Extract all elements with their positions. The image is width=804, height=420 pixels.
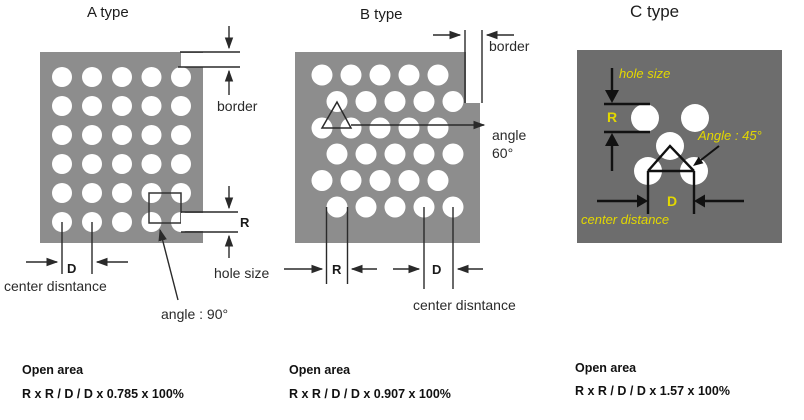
c-d-arrow-left-head: [694, 194, 705, 208]
b-angle-value-label: 60°: [492, 145, 514, 161]
a-open-area-formula: R x R / D / D x 0.785 x 100%: [22, 387, 184, 401]
c-panel-graphic: [577, 50, 782, 243]
c-angle-leader: [700, 145, 720, 161]
c-r-arrow-down-head: [605, 90, 619, 103]
b-border-label: border: [489, 38, 530, 54]
c-d-arrow-right-head: [637, 194, 648, 208]
c-hole-size-label: hole size: [619, 66, 671, 81]
a-title: A type: [87, 4, 129, 21]
c-title: C type: [630, 2, 680, 21]
a-square-marker: [148, 192, 182, 224]
b-holes-odd-rows: [311, 64, 449, 191]
b-triangle-marker: [320, 100, 353, 129]
a-angle-label: angle : 90°: [161, 306, 229, 322]
b-holes-even-rows: [326, 91, 464, 218]
a-border-label: border: [217, 98, 258, 114]
b-panel-graphic: [284, 30, 514, 289]
c-r-label: R: [607, 109, 618, 125]
a-r-label: R: [240, 215, 250, 230]
b-open-area-heading: Open area: [289, 363, 351, 377]
a-holes: [52, 67, 191, 232]
a-panel-graphic: [26, 26, 240, 301]
c-open-area-formula: R x R / D / D x 1.57 x 100%: [575, 384, 730, 398]
b-angle-word-label: angle: [492, 127, 527, 143]
a-angle-leader: [158, 228, 179, 301]
a-hole-size-label: hole size: [214, 265, 270, 281]
b-d-label: D: [432, 262, 442, 277]
c-open-area-heading: Open area: [575, 361, 637, 375]
b-title: B type: [360, 6, 403, 23]
a-center-distance-label: center disntance: [4, 278, 107, 294]
a-open-area-heading: Open area: [22, 363, 84, 377]
b-border-cutout: [466, 30, 482, 103]
b-center-distance-label: center disntance: [413, 297, 516, 313]
a-border-cutout: [181, 53, 203, 67]
c-center-distance-label: center distance: [581, 212, 670, 227]
a-holesize-cutout: [181, 213, 203, 231]
b-open-area-formula: R x R / D / D x 0.907 x 100%: [289, 387, 451, 401]
c-angle-marker: [647, 144, 695, 172]
c-angle-leader-head: [693, 156, 704, 166]
c-angle-label: Angle : 45°: [698, 128, 762, 143]
c-d-label: D: [667, 193, 678, 209]
a-d-label: D: [67, 261, 77, 276]
c-r-arrow-up-head: [605, 133, 619, 146]
b-r-label: R: [332, 262, 342, 277]
